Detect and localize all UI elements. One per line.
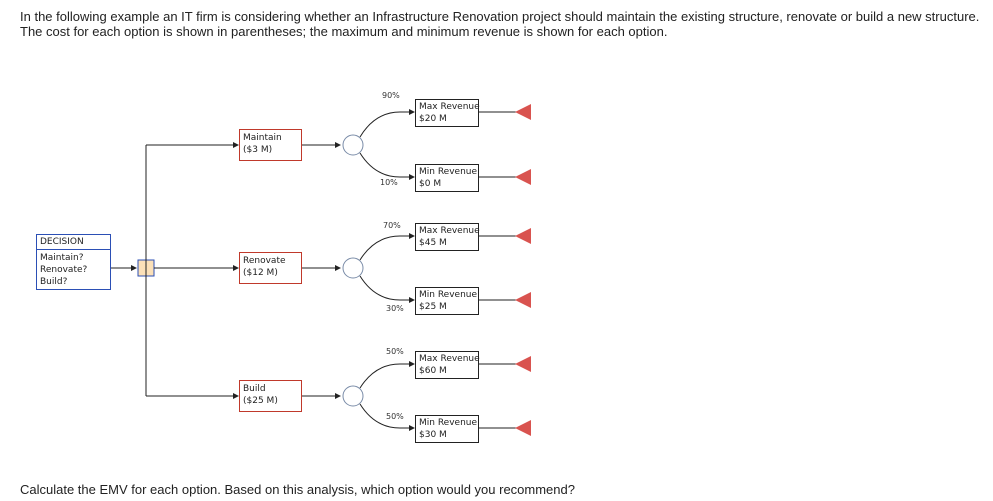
intro-text: In the following example an IT firm is c… [20,9,980,39]
outcome-value: $60 M [419,366,447,376]
curve-maintain-max [359,109,415,138]
end-node-1 [515,104,531,120]
outcome-label: Min Revenue [419,290,478,300]
outcome-value: $20 M [419,114,447,124]
outcome-value: $0 M [419,179,442,189]
option-name: Maintain [243,133,282,143]
probability-label: 10% [380,178,398,187]
question-text: Calculate the EMV for each option. Based… [20,482,575,497]
outcome-box-build-max: Max Revenue $60 M [415,351,480,379]
curve-maintain-min [359,152,415,180]
outcome-box-renovate-max: Max Revenue $45 M [415,223,480,251]
probability-label: 70% [383,221,401,230]
end-node-6 [515,420,531,436]
outcome-box-renovate-min: Min Revenue $25 M [415,287,479,315]
outcome-label: Max Revenue [419,354,480,364]
curve-build-min [359,403,415,431]
decision-line-build: Build? [40,277,68,287]
end-node-2 [515,169,531,185]
probability-label: 50% [386,412,404,421]
option-box-renovate: Renovate ($12 M) [239,252,302,284]
option-cost: ($12 M) [243,268,278,278]
probability-label: 50% [386,347,404,356]
outcome-label: Min Revenue [419,418,478,428]
decision-line-renovate: Renovate? [40,265,88,275]
chance-node-renovate [342,257,364,279]
outcome-label: Min Revenue [419,167,478,177]
decision-title: DECISION [37,235,110,250]
decision-options-list: Maintain? Renovate? Build? [37,250,110,290]
curve-renovate-max [359,233,415,261]
outcome-box-build-min: Min Revenue $30 M [415,415,479,443]
end-node-3 [515,228,531,244]
option-name: Renovate [243,256,286,266]
probability-label: 90% [382,91,400,100]
outcome-box-maintain-min: Min Revenue $0 M [415,164,479,192]
outcome-label: Max Revenue [419,226,480,236]
probability-label: 30% [386,304,404,313]
option-cost: ($25 M) [243,396,278,406]
outcome-box-maintain-max: Max Revenue $20 M [415,99,480,127]
outcome-value: $30 M [419,430,447,440]
end-node-4 [515,292,531,308]
curve-renovate-min [359,275,415,303]
outcome-label: Max Revenue [419,102,480,112]
decision-box: DECISION Maintain? Renovate? Build? [36,234,111,290]
curve-build-max [359,361,415,389]
option-box-build: Build ($25 M) [239,380,302,412]
outcome-value: $45 M [419,238,447,248]
decision-line-maintain: Maintain? [40,253,84,263]
option-name: Build [243,384,266,394]
end-node-5 [515,356,531,372]
chance-node-build [342,385,364,407]
chance-node-maintain [342,134,364,156]
outcome-value: $25 M [419,302,447,312]
option-cost: ($3 M) [243,145,273,155]
option-box-maintain: Maintain ($3 M) [239,129,302,161]
